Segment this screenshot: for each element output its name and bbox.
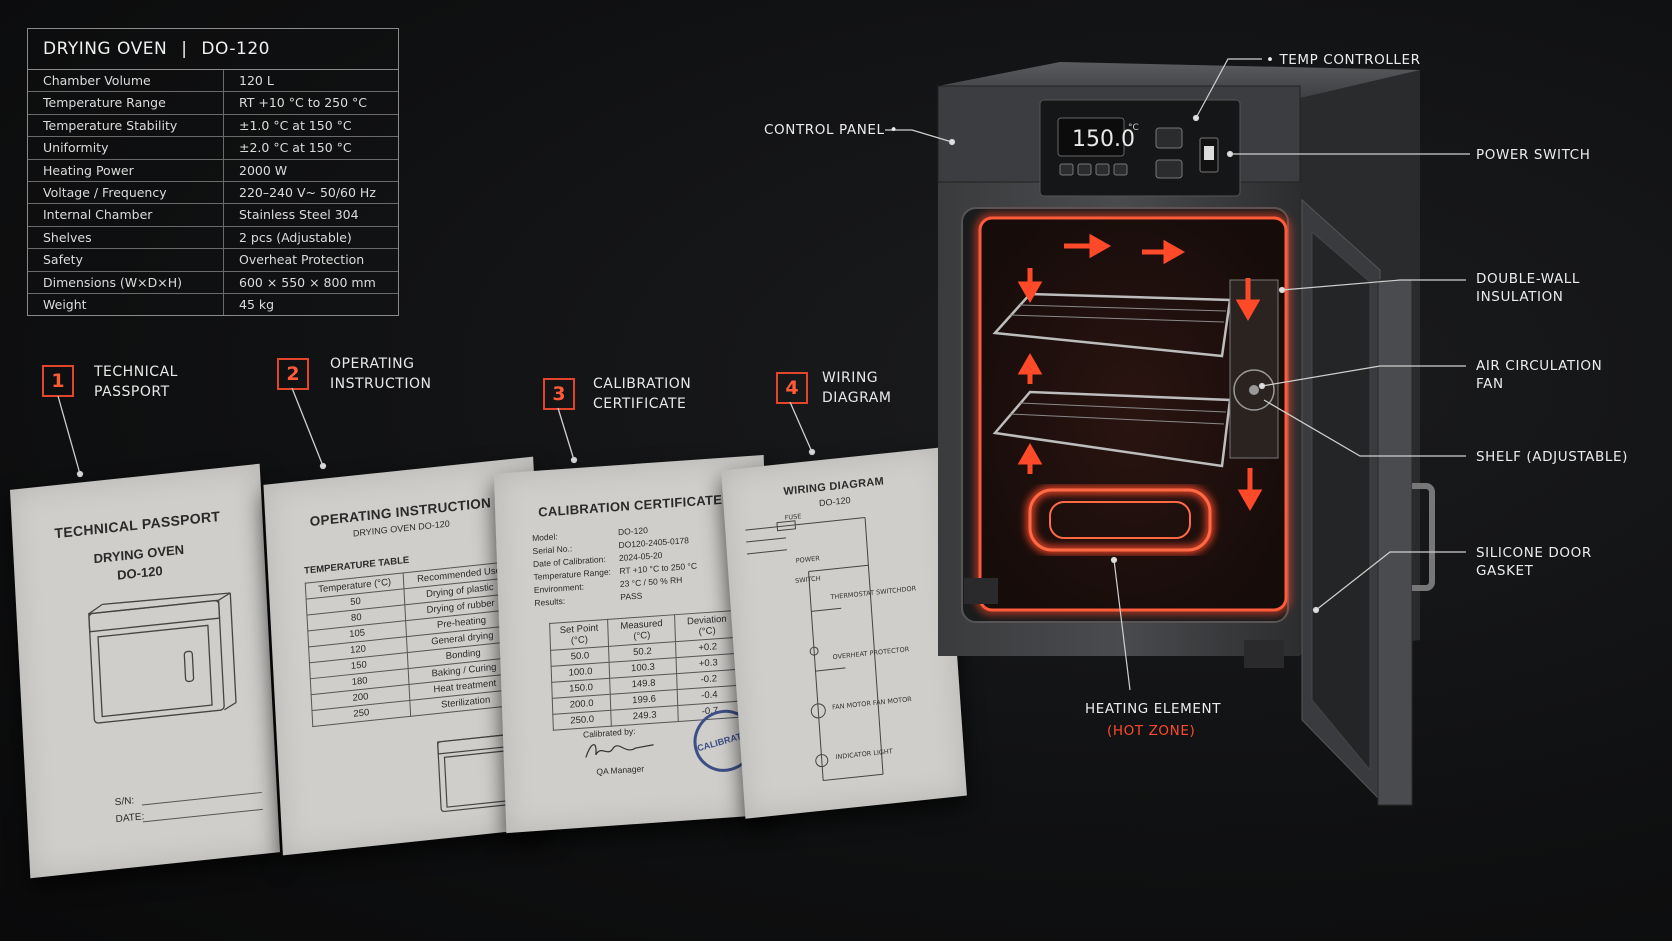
signature	[585, 744, 654, 758]
spec-key: Heating Power	[28, 159, 224, 181]
spec-key: Uniformity	[28, 137, 224, 159]
spec-row: Dimensions (W×D×H) 600 × 550 × 800 mm	[28, 271, 398, 294]
spec-value: Overheat Protection	[239, 252, 365, 268]
spec-key: Shelves	[28, 226, 224, 249]
spec-value: ±2.0 °C at 150 °C	[239, 140, 352, 156]
spec-value: RT +10 °C to 250 °C	[239, 95, 368, 111]
callout-heating-element: HEATING ELEMENT	[1085, 701, 1222, 717]
spec-title: DRYING OVEN | DO-120	[28, 29, 398, 70]
spec-value: 2000 W	[239, 162, 288, 178]
spec-row: Voltage / Frequency 220–240 V~ 50/60 Hz	[28, 181, 398, 205]
spec-row: Internal Chamber Stainless Steel 304	[28, 204, 398, 227]
spec-row: Temperature Range RT +10 °C to 250 °C	[28, 92, 398, 115]
spec-row: Shelves 2 pcs (Adjustable)	[28, 226, 398, 250]
spec-value: 600 × 550 × 800 mm	[239, 274, 376, 290]
panel-button[interactable]	[1095, 163, 1110, 176]
callout-power-switch: POWER SWITCH	[1476, 147, 1591, 163]
panel-button[interactable]	[1113, 163, 1128, 176]
doc-label-3: CALIBRATION CERTIFICATE	[593, 376, 692, 412]
spec-row: Weight 45 kg	[28, 293, 398, 316]
spec-row: Uniformity ±2.0 °C at 150 °C	[28, 137, 398, 160]
callout-temp-controller: • TEMP CONTROLLER	[1266, 52, 1421, 68]
spec-key: Safety	[28, 249, 224, 271]
title-divider: |	[181, 39, 188, 59]
spec-key: Dimensions (W×D×H)	[28, 271, 224, 293]
product-name: DRYING OVEN	[43, 39, 168, 59]
spec-row: Chamber Volume 120 L	[28, 70, 398, 93]
spec-value: 2 pcs (Adjustable)	[239, 229, 352, 245]
temp-display	[1057, 117, 1125, 157]
wiring-switch-label: SWITCH	[795, 574, 821, 585]
spec-key: Weight	[28, 293, 224, 316]
wiring-schematic: FUSE POWER SWITCH THERMOSTAT SWITCHDOR O…	[745, 512, 917, 782]
callout-control-panel: CONTROL PANEL •	[764, 122, 899, 138]
door-inner-panel	[1311, 230, 1371, 772]
power-switch-rocker	[1204, 146, 1214, 160]
spec-value: 220–240 V~ 50/60 Hz	[239, 184, 376, 200]
heating-element	[1028, 488, 1212, 552]
spec-value: 120 L	[239, 73, 274, 88]
panel-button[interactable]	[1059, 163, 1074, 176]
callout-insulation: DOUBLE-WALL INSULATION	[1476, 271, 1581, 305]
spec-row: Heating Power 2000 W	[28, 159, 398, 182]
panel-mode-button[interactable]	[1155, 159, 1183, 179]
spec-value: ±1.0 °C at 150 °C	[239, 117, 352, 133]
doc-label-4: WIRING DIAGRAM	[822, 370, 892, 406]
air-circulation-fan	[1233, 369, 1275, 411]
panel-button[interactable]	[1077, 163, 1092, 176]
door-handle[interactable]	[1412, 483, 1435, 591]
wiring-diagram-doc: WIRING DIAGRAM DO-120 FUSE POWER SWITCH …	[721, 447, 967, 819]
technical-passport-doc: TECHNICAL PASSPORT DRYING OVEN DO-120 S/…	[9, 463, 281, 879]
doc-number-3: 3	[543, 378, 575, 410]
panel-set-button[interactable]	[1155, 127, 1183, 149]
doc-label-1: TECHNICAL PASSPORT	[94, 364, 178, 400]
wiring-fuse-label: FUSE	[784, 512, 801, 522]
wiring-power-label: POWER	[795, 554, 820, 565]
callout-fan: AIR CIRCULATION FAN	[1476, 358, 1603, 392]
doc-number-4: 4	[776, 372, 808, 404]
spec-key: Temperature Stability	[28, 114, 224, 137]
spec-table: DRYING OVEN | DO-120 Chamber Volume 120 L…	[27, 28, 399, 317]
product-model: DO-120	[201, 39, 270, 59]
spec-value: Stainless Steel 304	[239, 207, 359, 223]
oven-sketch	[88, 592, 237, 724]
spec-key: Temperature Range	[28, 92, 224, 114]
spec-key: Chamber Volume	[28, 70, 224, 92]
spec-key: Internal Chamber	[28, 204, 224, 226]
airflow-arrows	[1017, 233, 1263, 512]
spec-key: Voltage / Frequency	[28, 181, 224, 204]
spec-value: 45 kg	[239, 296, 275, 312]
spec-row: Temperature Stability ±1.0 °C at 150 °C	[28, 114, 398, 138]
callout-hot-zone: (HOT ZONE)	[1107, 723, 1196, 739]
doc-label-2: OPERATING INSTRUCTION	[330, 356, 432, 392]
callout-shelf: SHELF (ADJUSTABLE)	[1476, 449, 1628, 465]
temp-unit: °C	[1128, 123, 1139, 133]
callout-gasket: SILICONE DOOR GASKET	[1476, 545, 1592, 579]
temp-display-value: 150.0	[1072, 127, 1135, 152]
spec-row: Safety Overheat Protection	[28, 249, 398, 272]
